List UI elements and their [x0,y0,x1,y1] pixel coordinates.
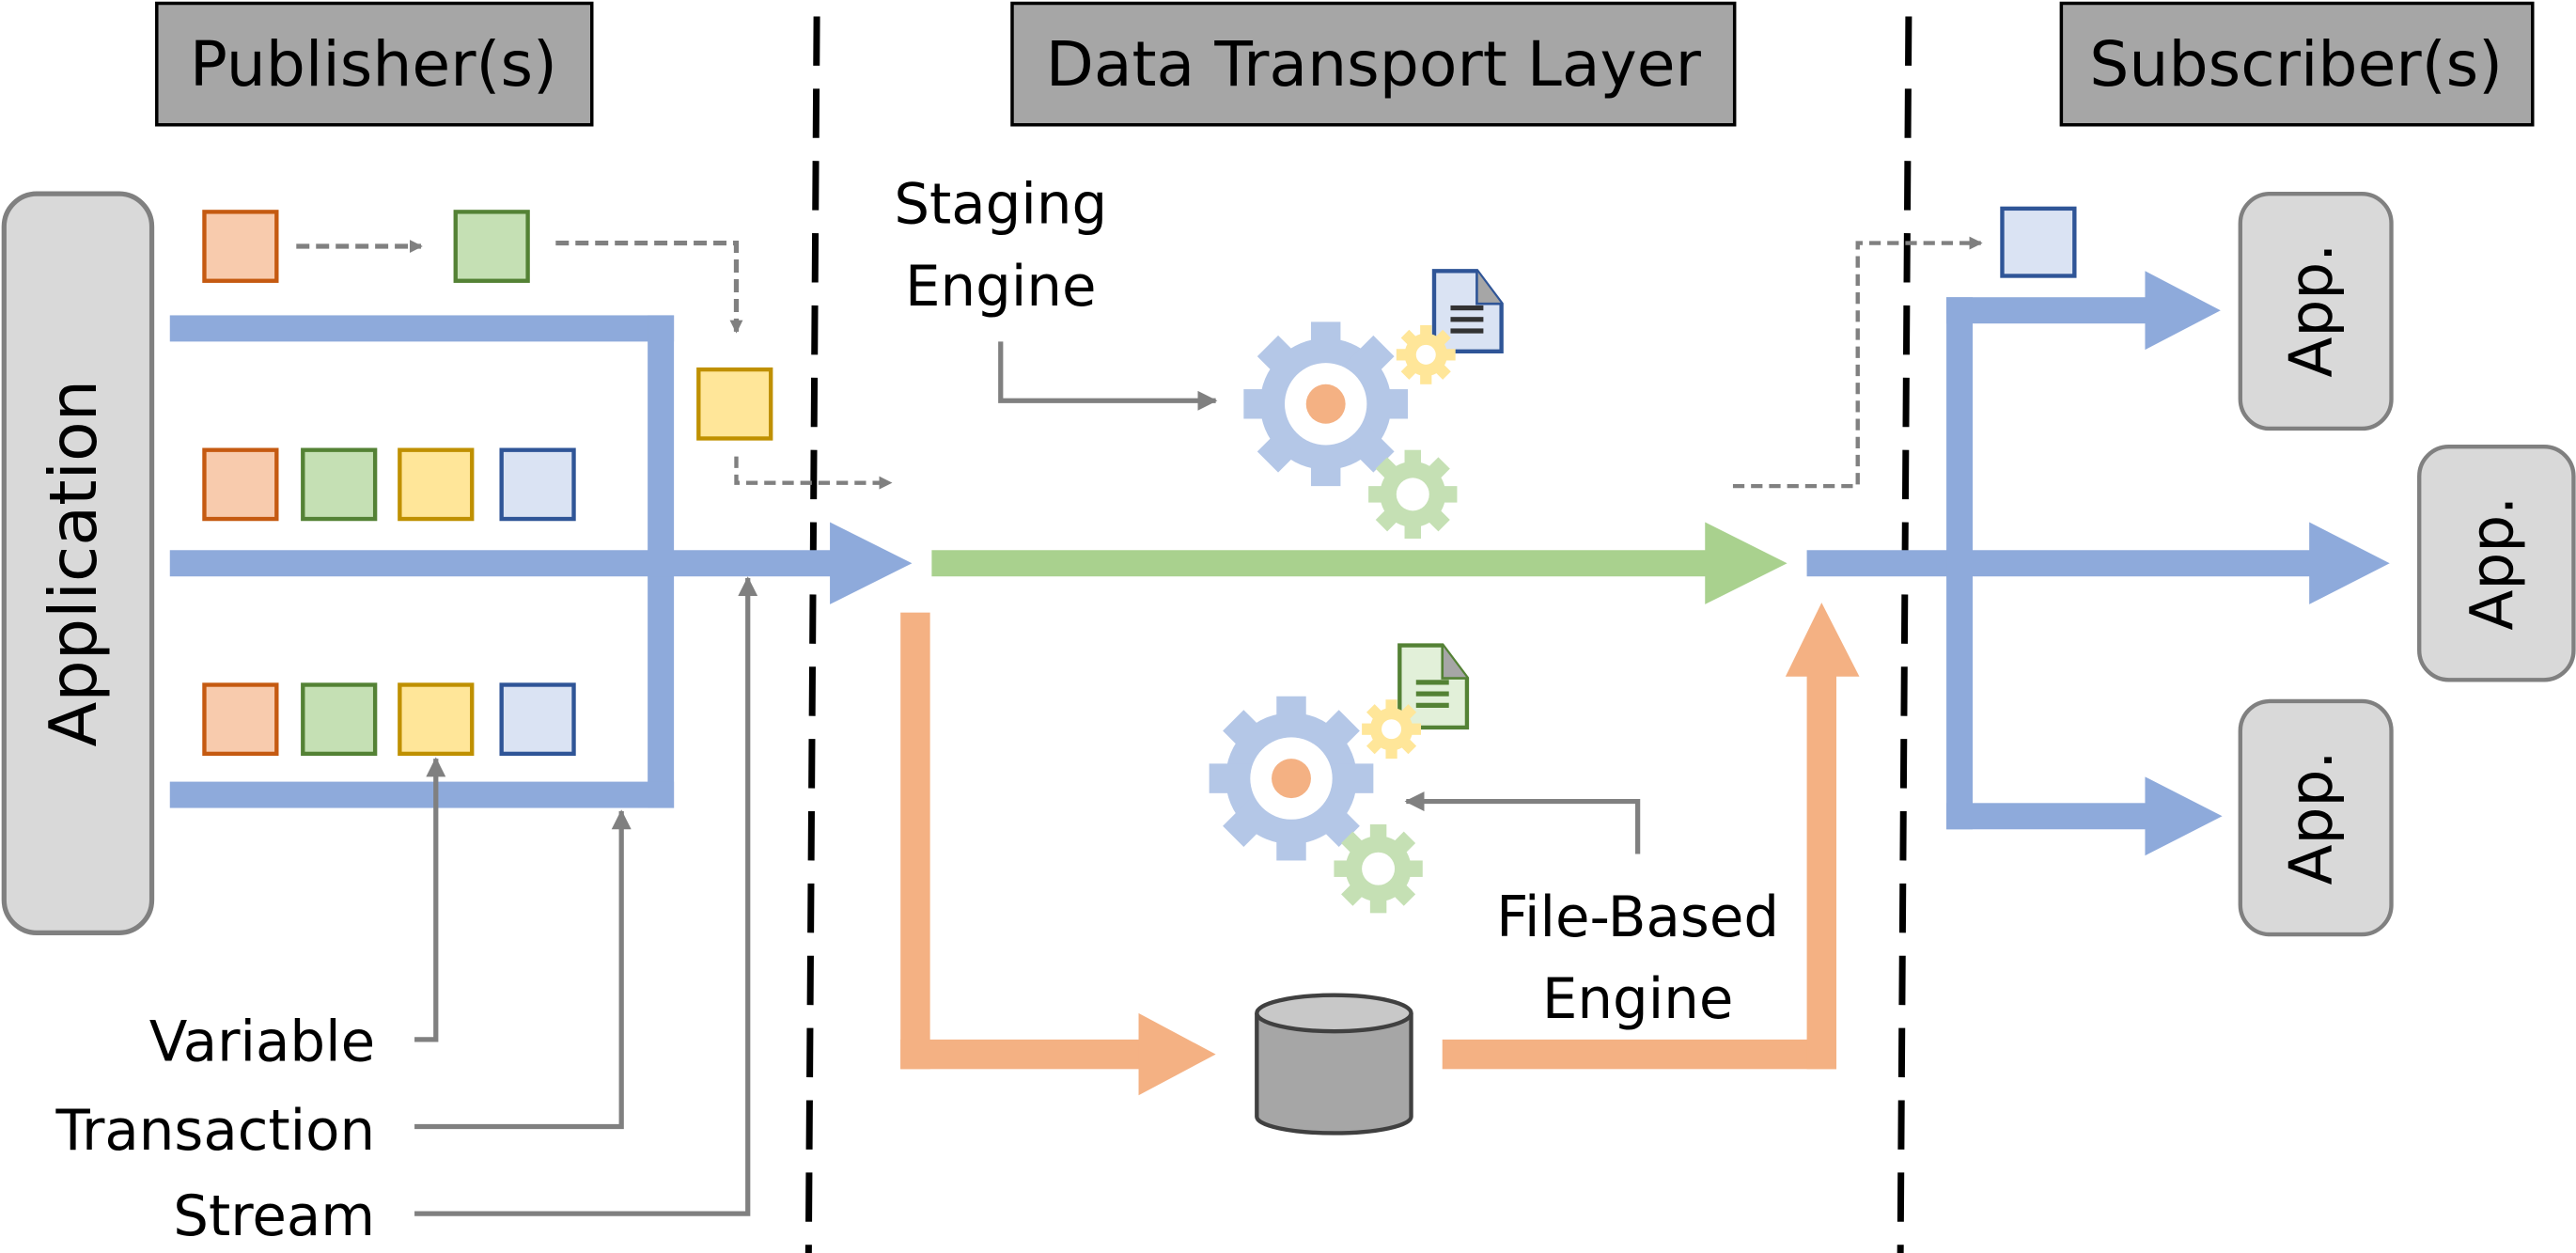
subscriber-stream-pipes [1806,271,2390,856]
file-based-engine-label-2: Engine [1542,967,1734,1032]
header-transport: Data Transport Layer [1010,1,1737,127]
subscriber-app-1-label: App. [2277,243,2346,378]
application-box: Application [1,191,155,935]
transaction-row-bottom [202,682,576,757]
variable-yellow-sent [696,367,773,441]
staging-engine-pointer [998,341,1218,411]
label-stream: Stream [173,1184,375,1249]
file-based-flow [900,603,1860,1096]
divider-transport-subscriber [1897,16,1912,1253]
header-publisher-label: Publisher(s) [190,27,557,101]
file-based-engine-pointer [1404,791,1641,854]
publisher-stream-pipes [169,315,913,808]
staging-engine-label-1: Staging [894,173,1107,238]
subscriber-app-3-label: App. [2277,751,2346,885]
staging-flow-arrow [931,522,1788,604]
staging-document-icon [1431,269,1504,354]
staging-gears-icon [1243,269,1504,540]
pointer-variable [414,757,446,1042]
file-based-document-icon [1397,643,1470,730]
dashed-arrow-2 [555,240,743,334]
staging-engine-label-2: Engine [905,255,1097,320]
subscriber-app-3: App. [2238,698,2394,937]
pointer-stream [414,576,758,1216]
subscriber-app-2-label: App. [2458,496,2526,631]
label-transaction: Transaction [55,1099,375,1164]
divider-publisher-transport [804,16,820,1253]
variable-green [453,210,530,283]
variable-blue-received [2000,206,2077,278]
header-subscriber: Subscriber(s) [2059,1,2535,127]
database-icon [1255,993,1413,1136]
pointer-transaction [414,809,632,1130]
dashed-arrow-3 [734,456,893,490]
transaction-row-middle [202,447,576,522]
file-based-engine-label-1: File-Based [1496,885,1779,950]
application-label: Application [36,380,112,746]
header-subscriber-label: Subscriber(s) [2089,27,2503,101]
variable-orange [202,210,279,283]
subscriber-app-1: App. [2238,191,2394,431]
dashed-arrow-subscriber [1732,236,1983,489]
subscriber-app-2: App. [2417,445,2576,682]
header-transport-label: Data Transport Layer [1046,27,1702,101]
label-variable: Variable [149,1010,375,1075]
header-publisher: Publisher(s) [155,1,594,127]
file-based-gears-icon [1209,643,1470,914]
